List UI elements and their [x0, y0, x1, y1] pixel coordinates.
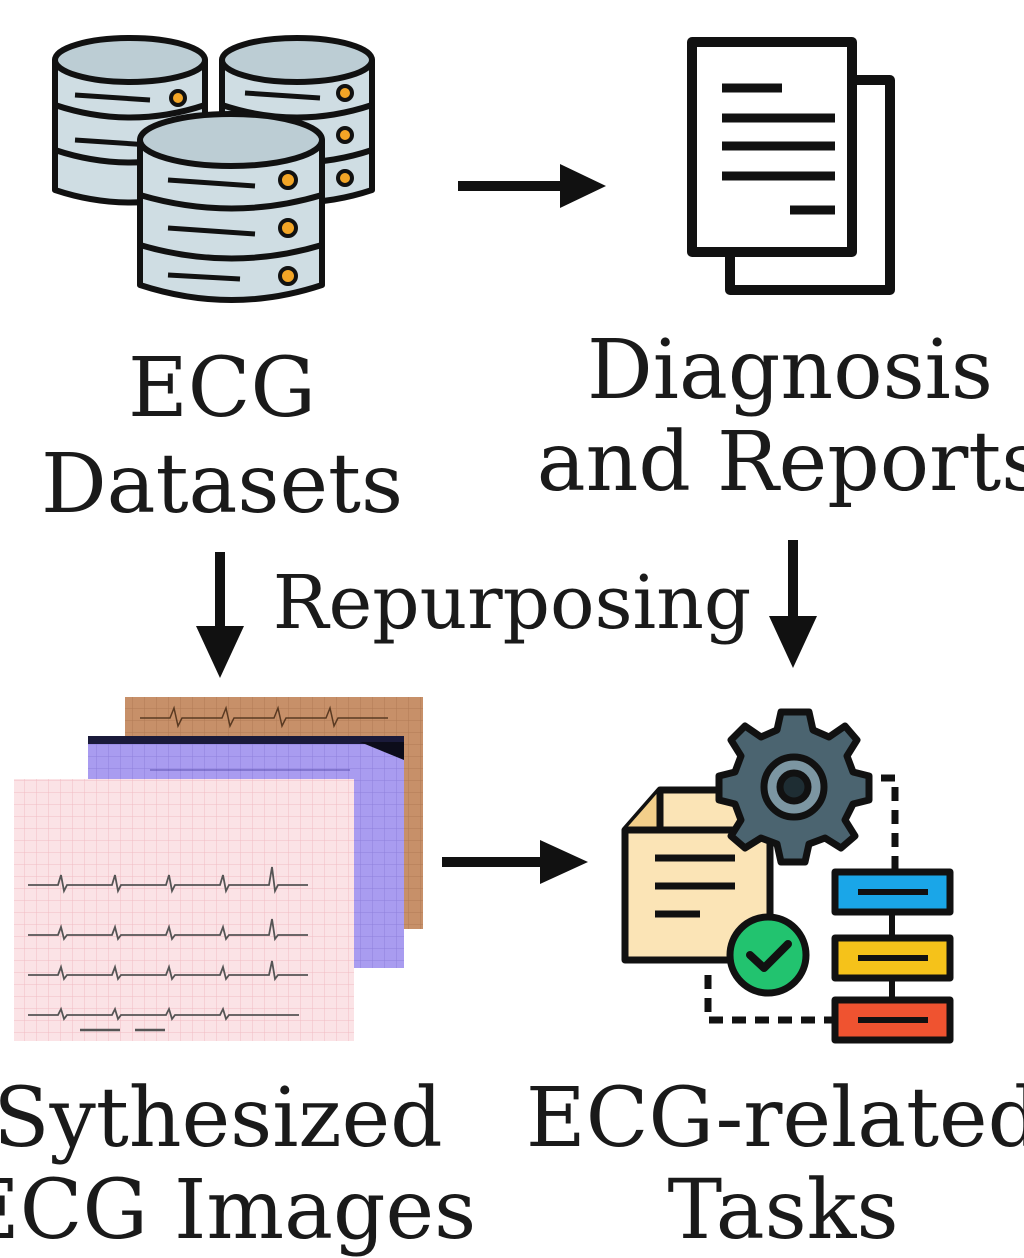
dashed-connector-top	[835, 774, 899, 880]
arrow-datasets-to-images	[196, 552, 244, 678]
ecg-trace-pink	[28, 866, 308, 1032]
node-label-reports-line2: and Reports	[536, 415, 1024, 510]
check-circle-icon	[726, 913, 810, 997]
ecg-sheet-pink	[14, 779, 354, 1041]
arrows	[196, 164, 817, 884]
node-label-images-line2: ECG Images	[0, 1163, 477, 1258]
task-document-lines	[655, 826, 735, 918]
workflow-gear-icon	[621, 708, 954, 1044]
arrow-images-to-tasks	[442, 840, 588, 884]
node-label-images-line1: Sythesized	[0, 1071, 443, 1166]
node-label-datasets-line2: Datasets	[40, 437, 404, 532]
node-label-datasets-line1: ECG	[127, 341, 317, 436]
ecg-paper-stack-icon	[14, 697, 423, 1041]
database-cylinder-front	[137, 111, 325, 303]
node-label-reports-line1: Diagnosis	[587, 323, 993, 418]
gear-icon	[715, 708, 873, 866]
edge-label-repurposing: Repurposing	[272, 560, 752, 646]
ecg-trace-brown	[140, 705, 388, 729]
database-stack-icon	[52, 35, 375, 303]
node-label-tasks-line1: ECG-related	[525, 1071, 1024, 1166]
arrow-datasets-to-reports	[458, 164, 606, 208]
arrow-reports-to-tasks	[769, 540, 817, 668]
documents-icon	[687, 37, 895, 295]
document-text-lines	[722, 83, 835, 215]
database-cylinder-back-left	[52, 35, 208, 206]
node-label-tasks-line2: Tasks	[667, 1163, 899, 1258]
